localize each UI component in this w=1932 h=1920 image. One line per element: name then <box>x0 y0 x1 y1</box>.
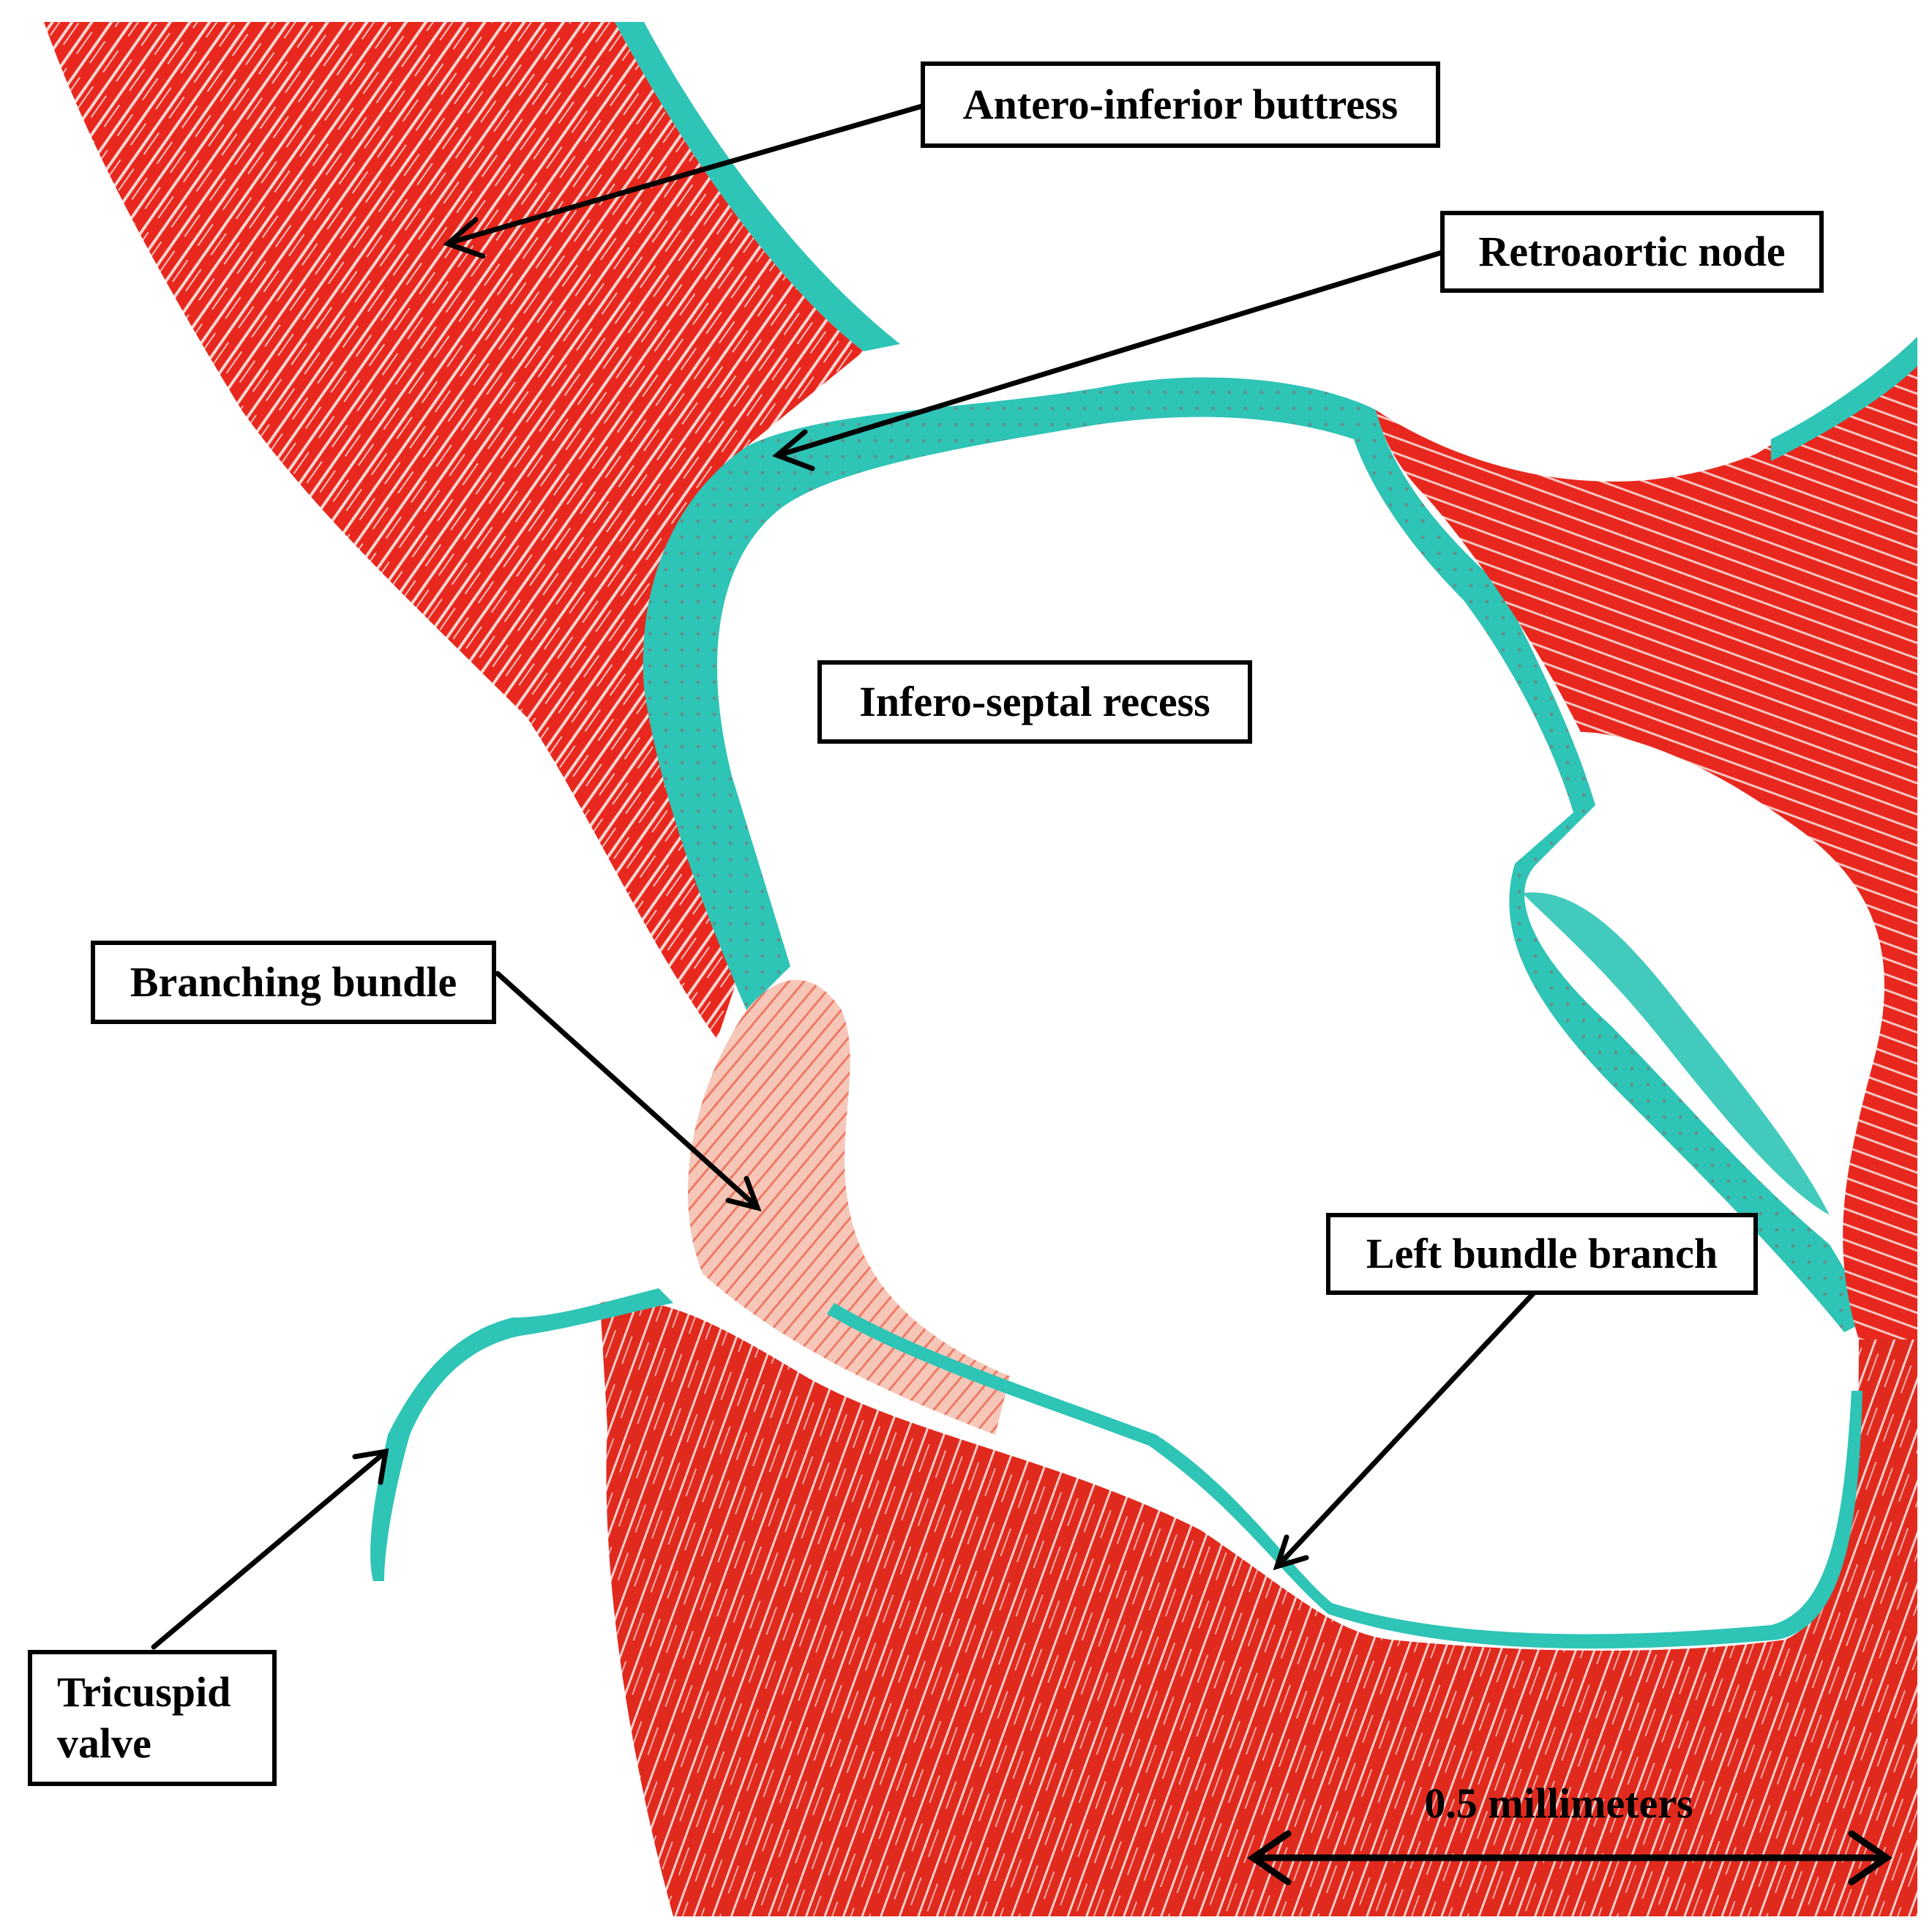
arrow-branching-bundle <box>495 971 757 1207</box>
label-infero-septal-recess: Infero-septal recess <box>817 660 1252 744</box>
label-retroaortic-node: Retroaortic node <box>1440 211 1824 293</box>
annotation-arrows <box>151 103 1892 1886</box>
antero-inferior-buttress-tissue <box>44 22 864 1039</box>
branching-bundle-tissue <box>688 979 1010 1435</box>
tricuspid-valve-tissue <box>370 1288 673 1581</box>
arrow-antero-inferior-buttress <box>451 103 925 244</box>
arrow-retroaortic-node <box>780 250 1445 457</box>
label-tricuspid-valve-line1: Tricuspid <box>57 1668 231 1717</box>
label-tricuspid-valve: Tricuspid valve <box>28 1650 277 1786</box>
label-branching-bundle: Branching bundle <box>91 941 496 1024</box>
scale-bar-label: 0.5 millimeters <box>1424 1779 1693 1827</box>
fibrous-tissue-ring <box>643 377 1873 1332</box>
arrow-left-bundle-branch <box>1278 1287 1540 1566</box>
label-tricuspid-valve-line2: valve <box>57 1719 151 1767</box>
arrow-tricuspid-valve <box>151 1450 387 1650</box>
right-myocardium <box>1376 337 1917 1340</box>
lower-myocardium <box>600 1300 1917 1916</box>
label-antero-inferior-buttress: Antero-inferior buttress <box>921 61 1440 148</box>
label-left-bundle-branch: Left bundle branch <box>1326 1213 1758 1295</box>
